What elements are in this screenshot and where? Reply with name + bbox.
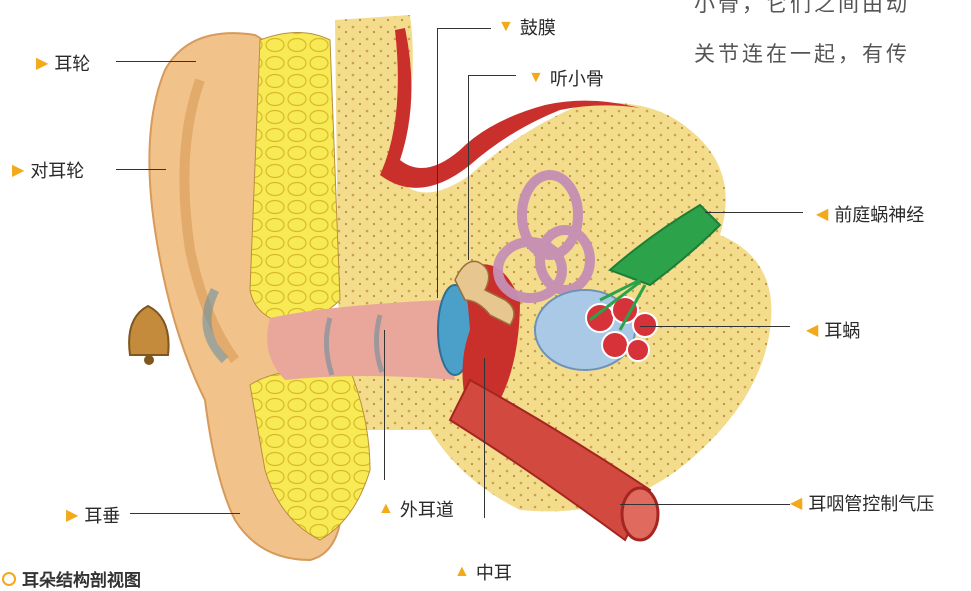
label-earlobe-text: 耳垂 [84, 502, 120, 528]
label-ear-canal-text: 外耳道 [400, 496, 454, 522]
left-marker-icon: ◀ [790, 493, 802, 513]
leader-eardrum-v [437, 28, 438, 298]
label-eustachian-text: 耳咽管控制气压 [808, 490, 934, 516]
leader-cochlea [640, 326, 790, 327]
leader-eardrum-h [437, 28, 491, 29]
up-marker-icon: ▲ [378, 500, 394, 518]
leader-eustachian [620, 504, 790, 505]
bell-icon [129, 306, 168, 365]
label-antihelix-text: 对耳轮 [30, 157, 84, 183]
leader-nerve [705, 212, 803, 213]
right-marker-icon: ▶ [12, 160, 24, 180]
label-eardrum: ▼ 鼓膜 [498, 14, 556, 40]
label-auricle-text: 耳轮 [54, 50, 90, 76]
label-antihelix: ▶ 对耳轮 [12, 157, 84, 183]
label-middle-ear: ▲ 中耳 [454, 559, 512, 585]
leader-ossicles-h [468, 75, 516, 76]
label-ossicles-text: 听小骨 [550, 65, 604, 91]
down-marker-icon: ▼ [498, 18, 514, 36]
leader-ossicles-v [468, 75, 469, 260]
cartilage-upper [250, 33, 340, 326]
leader-auricle [116, 61, 196, 62]
figure-caption: 耳朵结构剖视图 [2, 566, 141, 591]
right-marker-icon: ▶ [66, 505, 78, 525]
up-marker-icon: ▲ [454, 563, 470, 581]
leader-ear-canal [384, 330, 385, 480]
body-text-line: 关节连在一起，有传 [694, 38, 910, 68]
leader-earlobe [130, 513, 240, 514]
label-ear-canal: ▲ 外耳道 [378, 496, 454, 522]
label-eustachian-tube: ◀ 耳咽管控制气压 [790, 490, 934, 516]
label-cochlea: ◀ 耳蜗 [806, 317, 860, 343]
label-earlobe: ▶ 耳垂 [66, 502, 120, 528]
label-nerve-text: 前庭蜗神经 [834, 201, 924, 227]
label-eardrum-text: 鼓膜 [520, 14, 556, 40]
label-auricle: ▶ 耳轮 [36, 50, 90, 76]
leader-middle-ear [484, 358, 485, 518]
left-marker-icon: ◀ [806, 320, 818, 340]
body-text-cut-line: 小骨，它们之间由动 [694, 0, 910, 18]
label-cochlea-text: 耳蜗 [824, 317, 860, 343]
left-marker-icon: ◀ [816, 204, 828, 224]
leader-antihelix [116, 169, 166, 170]
label-nerve: ◀ 前庭蜗神经 [816, 201, 924, 227]
label-middle-ear-text: 中耳 [476, 559, 512, 585]
eustachian-tube-opening [622, 488, 658, 540]
right-marker-icon: ▶ [36, 53, 48, 73]
label-ossicles: ▼ 听小骨 [528, 65, 604, 91]
caption-bullet-icon [2, 572, 16, 586]
down-marker-icon: ▼ [528, 69, 544, 87]
figure-caption-text: 耳朵结构剖视图 [22, 566, 141, 591]
